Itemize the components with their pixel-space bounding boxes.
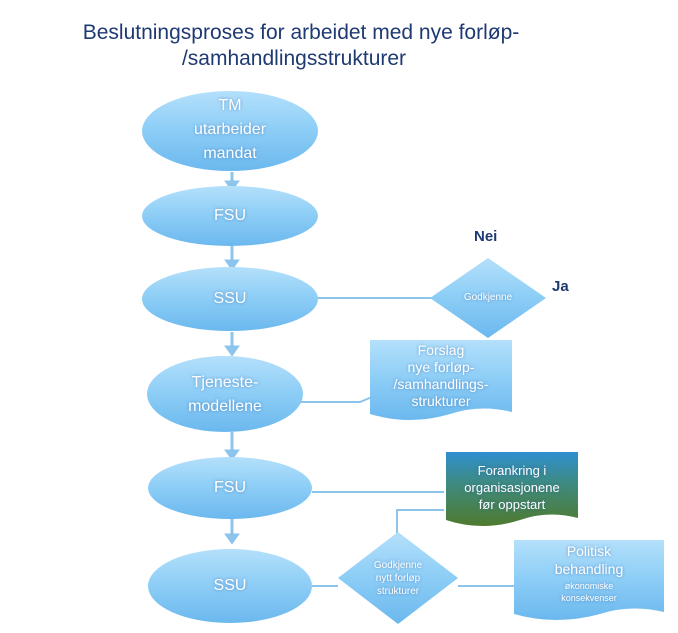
- decision-godkjenne-nytt-diamond: [338, 532, 458, 624]
- node-tjeneste-line-1: Tjeneste-: [191, 374, 259, 391]
- doc-politisk-shape: [514, 540, 664, 620]
- flow-connectors: [224, 172, 240, 545]
- decision-godkjenne-nytt-label: Godkjenne nytt forløp strukturer: [350, 559, 446, 598]
- branch-label-ja: Ja: [552, 278, 569, 295]
- node-tjeneste-label: Tjeneste- modellene: [145, 371, 305, 419]
- doc-forslag-line-3: /samhandlings-: [393, 376, 489, 392]
- node-tjeneste-line-2: modellene: [188, 398, 262, 415]
- node-fsu2-label: FSU: [214, 479, 246, 496]
- arrow-fsu-ssu: [224, 259, 240, 271]
- branch-label-nei: Nei: [474, 228, 498, 245]
- node-ssu2-label: SSU: [213, 577, 247, 594]
- node-fsu2-ellipse: [148, 457, 312, 519]
- connector-tjeneste-forslag: [300, 396, 373, 403]
- doc-politisk-label: Politisk behandling: [514, 542, 664, 578]
- decision-godkjenne-nytt-line-1: Godkjenne: [373, 560, 423, 571]
- node-tjeneste-ellipse: [147, 356, 303, 432]
- doc-politisk-line-1: Politisk: [566, 543, 612, 559]
- diagram-title-line-2: /samhandlingsstrukturer: [181, 47, 407, 70]
- diagram-title-line-1: Beslutningsproses for arbeidet med nye f…: [82, 21, 520, 44]
- doc-politisk-sub-label: økonomiske konsekvenser: [514, 580, 664, 604]
- doc-politisk-sub-line-2: konsekvenser: [561, 593, 617, 603]
- doc-forslag-label: Forslag nye forløp- /samhandlings- struk…: [370, 342, 512, 410]
- doc-forankring-line-1: Forankring i: [477, 463, 547, 478]
- arrow-tjeneste-fsu: [224, 449, 240, 461]
- decision-godkjenne-nytt-line-3: strukturer: [376, 586, 420, 597]
- node-tm-line-3: mandat: [203, 145, 257, 162]
- node-tm-ellipse: [142, 91, 318, 171]
- decision-godkjenne-nytt-line-2: nytt forløp: [375, 573, 421, 584]
- doc-forslag-line-1: Forslag: [417, 342, 465, 358]
- doc-forankring-shape: [446, 452, 578, 526]
- decision-godkjenne-diamond: [430, 258, 546, 338]
- doc-forankring-line-2: organisasjonene: [464, 480, 560, 495]
- node-tm-line-1: TM: [218, 97, 242, 114]
- node-ssu2-ellipse: [148, 549, 312, 623]
- arrow-fsu-ssu2: [224, 533, 240, 545]
- doc-politisk-line-2: behandling: [554, 561, 624, 577]
- doc-forankring-line-3: før oppstart: [478, 497, 546, 512]
- arrow-ssu-tjeneste: [224, 345, 240, 357]
- node-tm-label: TM utarbeider mandat: [150, 94, 310, 166]
- arrow-tm-fsu: [224, 180, 240, 192]
- decision-godkjenne-label: Godkjenne: [463, 292, 513, 303]
- node-ssu1-ellipse: [142, 267, 318, 331]
- node-tm-line-2: utarbeider: [193, 121, 267, 138]
- doc-forslag-shape: [370, 340, 512, 420]
- node-ssu1-label: SSU: [213, 290, 247, 307]
- doc-forankring-label: Forankring i organisasjonene før oppstar…: [446, 462, 578, 513]
- doc-forslag-line-4: strukturer: [411, 393, 471, 409]
- doc-politisk-sub-line-1: økonomiske: [564, 581, 614, 591]
- node-fsu1-label: FSU: [214, 207, 246, 224]
- doc-forslag-line-2: nye forløp-: [407, 359, 475, 375]
- node-fsu1-ellipse: [142, 186, 318, 246]
